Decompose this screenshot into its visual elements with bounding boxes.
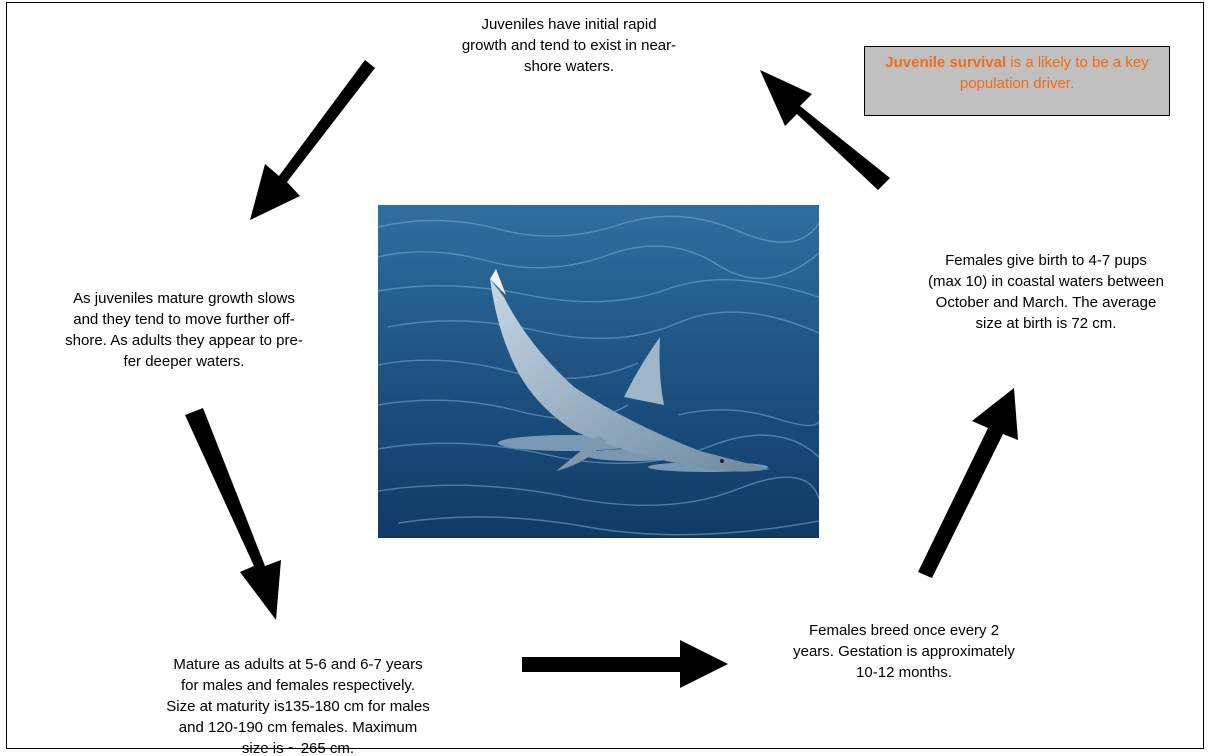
shark-pectoral-fin <box>556 435 606 471</box>
stage-breeding-text: Females breed once every 2 years. Gestat… <box>793 622 1015 681</box>
callout-text: is a likely to be a key population drive… <box>959 54 1149 92</box>
stage-juveniles-text: Juveniles have initial rapid growth and … <box>461 16 677 75</box>
shark-dorsal-fin <box>624 337 664 405</box>
water-ripples <box>378 215 819 536</box>
diagram-frame <box>6 2 1204 749</box>
stage-maturity-text: Mature as adults at 5-6 and 6-7 years fo… <box>166 656 430 756</box>
shark-tail-tip <box>490 269 506 295</box>
callout-box: Juvenile survival is a likely to be a ke… <box>864 46 1170 116</box>
callout-highlight: Juvenile survival <box>885 54 1007 71</box>
ocean-water <box>378 205 819 538</box>
stage-migration-text: As juveniles mature growth slows and the… <box>65 290 303 370</box>
shark-eye <box>720 459 724 463</box>
stage-birth-text: Females give birth to 4-7 pups (max 10) … <box>928 252 1164 332</box>
shark <box>490 269 770 472</box>
shark-photo <box>378 205 819 538</box>
shark-body <box>490 279 770 472</box>
